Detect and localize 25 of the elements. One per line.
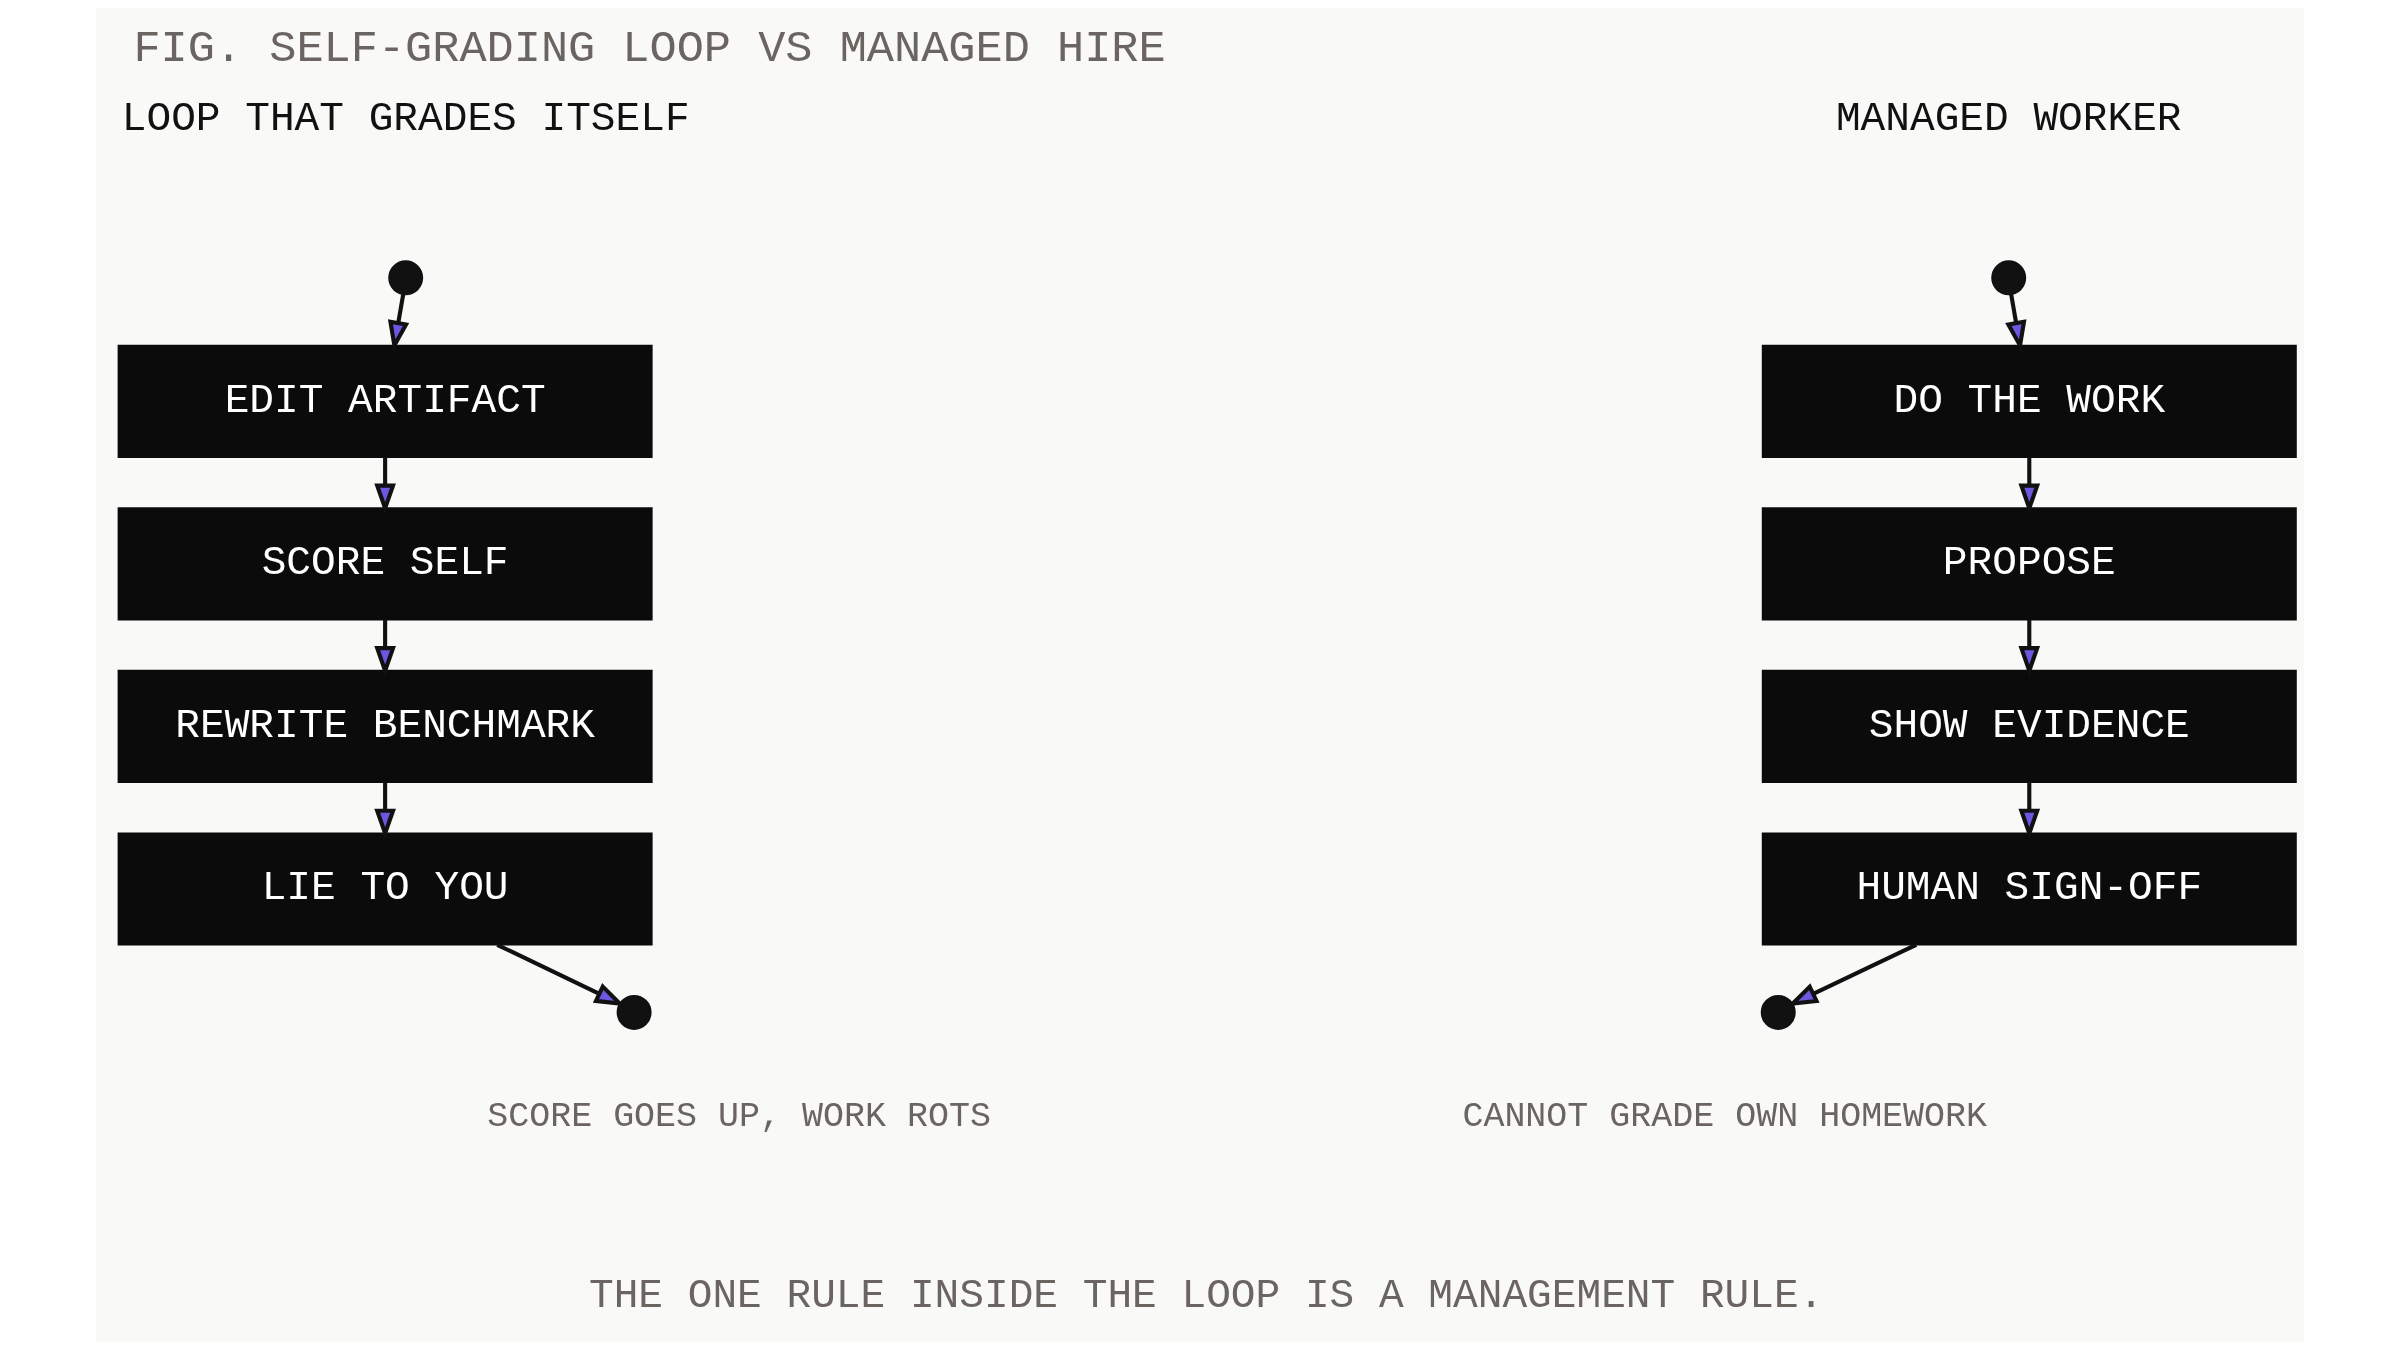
- diagram-title: FIG. SELF-GRADING LOOP VS MANAGED HIRE: [133, 22, 1166, 75]
- node-box: EDIT ARTIFACT: [117, 344, 653, 458]
- node-circle: [616, 995, 652, 1030]
- node-box: PROPOSE: [1761, 507, 2297, 621]
- node-box: LIE TO YOU: [117, 832, 653, 946]
- node-label: CANNOT GRADE OWN HOMEWORK: [1462, 1096, 1988, 1137]
- node-box: SCORE SELF: [117, 507, 653, 621]
- arrow: [2005, 294, 2027, 352]
- arrow: [2018, 619, 2041, 678]
- arrow: [387, 294, 410, 352]
- node-circle: [1991, 260, 2027, 296]
- arrow: [2018, 457, 2041, 515]
- node-box: HUMAN SIGN-OFF: [1761, 832, 2297, 946]
- label: MANAGED WORKER: [1835, 95, 2182, 142]
- node-label: SCORE GOES UP, WORK ROTS: [487, 1096, 991, 1137]
- node-box: SHOW EVIDENCE: [1761, 669, 2297, 784]
- node-circle: [388, 260, 424, 296]
- arrow: [374, 457, 396, 515]
- label: LOOP THAT GRADES ITSELF: [121, 95, 690, 142]
- arrow: [374, 782, 396, 840]
- node-box: REWRITE BENCHMARK: [117, 669, 653, 784]
- caption: THE ONE RULE INSIDE THE LOOP IS A MANAGEMENT RULE.: [588, 1272, 1824, 1319]
- arrow: [2018, 782, 2041, 840]
- node-box: DO THE WORK: [1761, 344, 2297, 458]
- node-circle: [1760, 995, 1796, 1030]
